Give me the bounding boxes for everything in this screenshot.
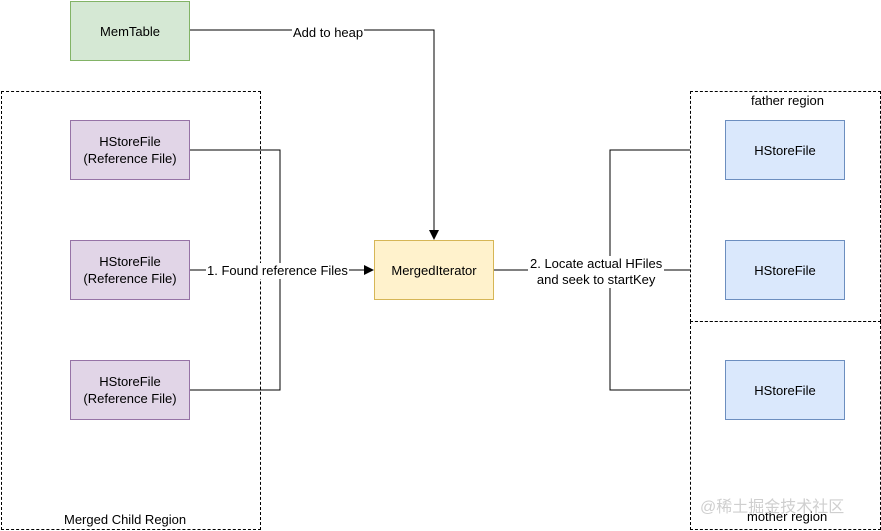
edge-child-file-3 <box>190 270 281 391</box>
reference-file-node: HStoreFile (Reference File) <box>70 120 190 180</box>
reference-file-sub: (Reference File) <box>83 151 177 166</box>
hstorefile-label: HStoreFile <box>754 142 816 158</box>
locate-hfiles-label: 2. Locate actual HFiles and seek to star… <box>528 256 665 288</box>
reference-file-name: HStoreFile <box>99 134 161 149</box>
reference-file-node: HStoreFile (Reference File) <box>70 360 190 420</box>
merged-child-region-label: Merged Child Region <box>64 512 187 527</box>
father-region-label: father region <box>751 93 824 108</box>
reference-file-sub: (Reference File) <box>83 271 177 286</box>
locate-hfiles-line-2: and seek to startKey <box>536 272 656 287</box>
watermark: @稀土掘金技术社区 <box>700 499 845 516</box>
hstorefile-node: HStoreFile <box>725 120 845 180</box>
edge-memtable-to-merged <box>190 29 439 240</box>
merged-iterator-label: MergedIterator <box>391 262 477 278</box>
locate-hfiles-line-1: 2. Locate actual HFiles <box>530 256 663 271</box>
merged-iterator-node: MergedIterator <box>374 240 494 300</box>
memtable-label: MemTable <box>100 23 160 39</box>
memtable-node: MemTable <box>70 1 190 61</box>
reference-file-name: HStoreFile <box>99 374 161 389</box>
hstorefile-label: HStoreFile <box>754 262 816 278</box>
add-to-heap-label: Add to heap <box>292 25 365 41</box>
edge-child-file-1 <box>190 149 281 270</box>
hstorefile-label: HStoreFile <box>754 382 816 398</box>
mother-region-label: mother region <box>747 509 828 524</box>
hstorefile-node: HStoreFile <box>725 240 845 300</box>
reference-file-node: HStoreFile (Reference File) <box>70 240 190 300</box>
found-reference-label: 1. Found reference Files <box>206 263 349 279</box>
reference-file-sub: (Reference File) <box>83 391 177 406</box>
merged-child-region: Merged Child Region <box>1 91 261 530</box>
hstorefile-node: HStoreFile <box>725 360 845 420</box>
reference-file-name: HStoreFile <box>99 254 161 269</box>
